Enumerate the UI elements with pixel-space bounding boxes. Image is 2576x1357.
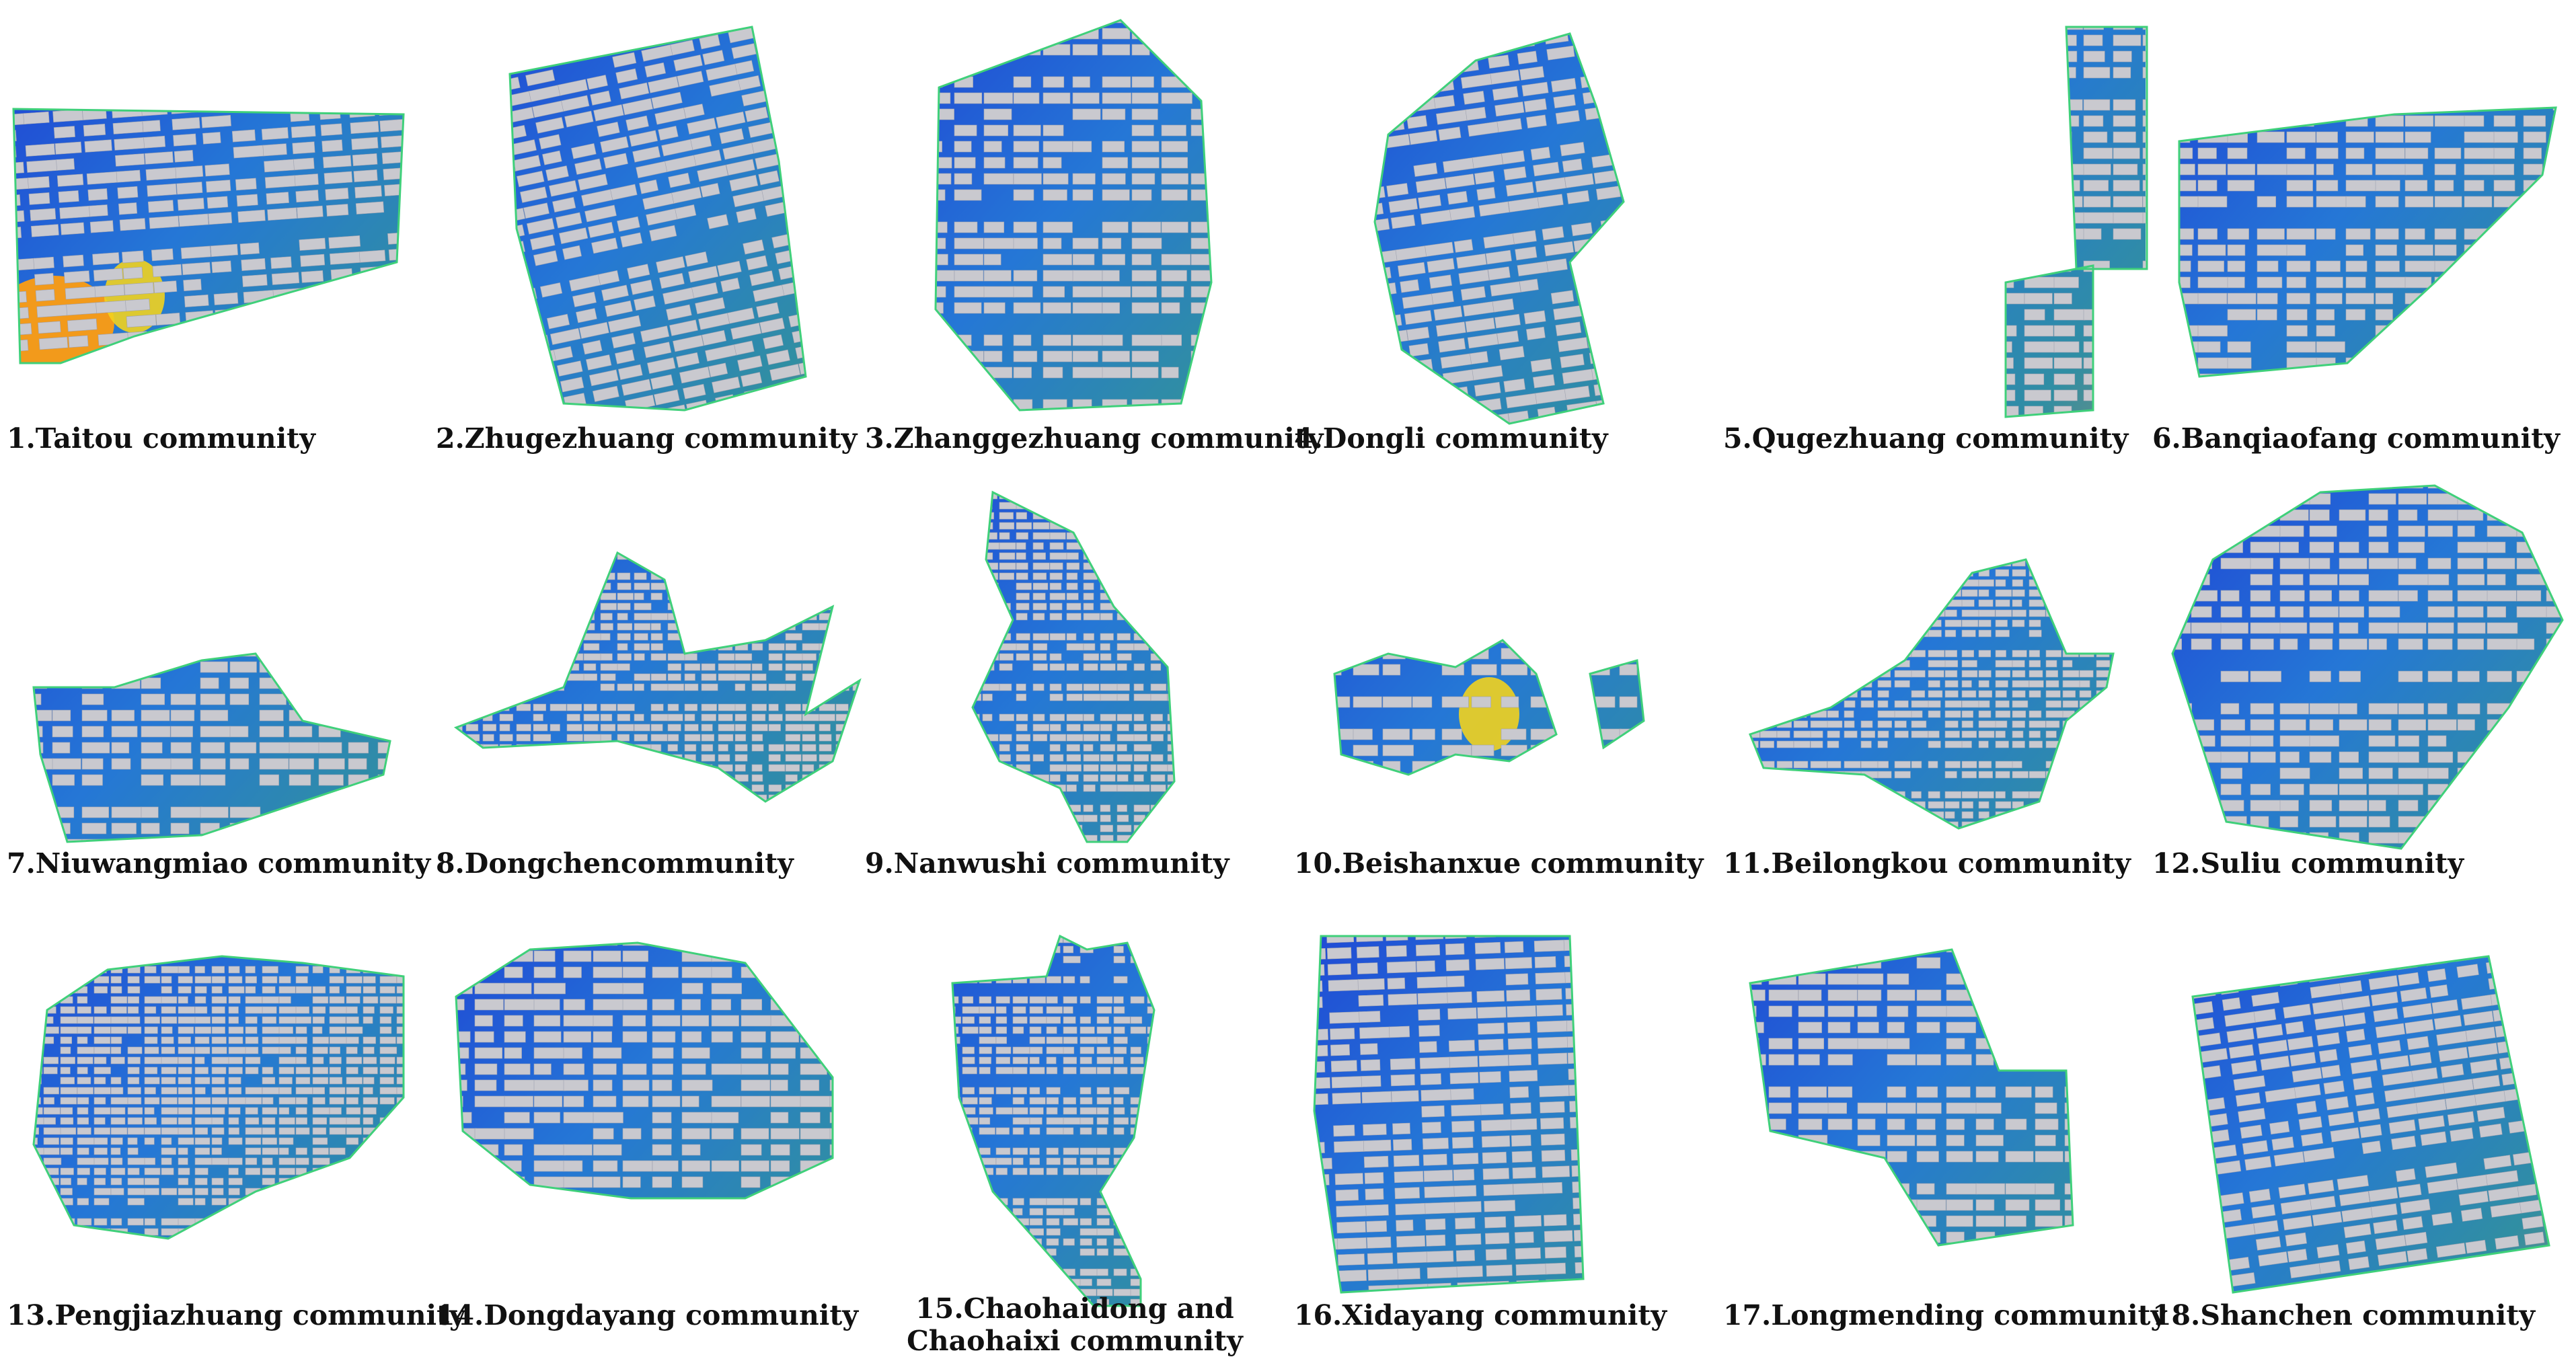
community-panel: 18.Shanchen community [2146, 876, 2575, 1356]
community-panel: 12.Suliu community [2146, 452, 2575, 876]
community-wind-map [0, 876, 429, 1356]
community-panel: 16.Xidayang community [1287, 876, 1716, 1356]
community-caption: 12.Suliu community [2152, 847, 2572, 880]
community-panel: 5.Qugezhuang community [1716, 0, 2146, 452]
wind-field-map [1716, 0, 2203, 480]
community-panel: 1.Taitou community [0, 0, 429, 452]
community-caption: 15.Chaohaidong and Chaohaixi community [865, 1292, 1285, 1357]
community-wind-map [429, 452, 858, 876]
community-caption: 3.Zhanggezhuang community [865, 422, 1285, 455]
wind-field-map [2139, 0, 2576, 480]
community-wind-map [1716, 876, 2146, 1356]
community-caption: 7.Niuwangmiao community [7, 847, 426, 880]
community-caption: 9.Nanwushi community [865, 847, 1285, 880]
community-wind-map [429, 876, 858, 1356]
community-wind-map [1287, 0, 1716, 452]
community-panel: 11.Beilongkou community [1716, 452, 2146, 876]
community-caption: 13.Pengjiazhuang community [7, 1299, 426, 1331]
community-wind-map [2146, 452, 2575, 876]
community-panel: 4.Dongli community [1287, 0, 1716, 452]
community-caption: 1.Taitou community [7, 422, 426, 455]
community-wind-map [1287, 452, 1716, 876]
community-panel: 9.Nanwushi community [858, 452, 1287, 876]
wind-field-map [416, 876, 891, 1356]
wind-field-map [0, 876, 448, 1356]
community-caption: 17.Longmending community [1723, 1299, 2143, 1331]
wind-field-map [858, 876, 1287, 1356]
community-caption: 18.Shanchen community [2152, 1299, 2572, 1331]
community-wind-map [1716, 452, 2146, 876]
community-panel: 14.Dongdayang community [429, 876, 858, 1356]
community-panel: 2.Zhugezhuang community [429, 0, 858, 452]
community-caption: 4.Dongli community [1294, 422, 1714, 455]
community-panel: 15.Chaohaidong and Chaohaixi community [858, 876, 1287, 1356]
community-caption: 8.Dongchencommunity [436, 847, 856, 880]
community-wind-map [858, 876, 1287, 1356]
wind-field-map [1287, 0, 1722, 493]
community-panel: 10.Beishanxue community [1287, 452, 1716, 876]
wind-field-map [0, 0, 458, 480]
community-wind-map [2146, 876, 2575, 1356]
community-panel: 7.Niuwangmiao community [0, 452, 429, 876]
community-caption: 16.Xidayang community [1294, 1299, 1714, 1331]
wind-field-map [1710, 876, 2146, 1356]
community-wind-map [858, 452, 1287, 876]
community-wind-map [0, 0, 429, 452]
community-panel: 8.Dongchencommunity [429, 452, 858, 876]
community-panel: 17.Longmending community [1716, 876, 2146, 1356]
community-caption: 2.Zhugezhuang community [436, 422, 856, 455]
wind-field-map [425, 0, 899, 483]
community-wind-map [1287, 876, 1716, 1356]
community-panel: 6.Banqiaofang community [2146, 0, 2575, 452]
community-caption: 11.Beilongkou community [1723, 847, 2143, 880]
community-wind-map [0, 452, 429, 876]
community-caption: 14.Dongdayang community [436, 1299, 856, 1331]
community-wind-map [858, 0, 1287, 452]
community-panel: 3.Zhanggezhuang community [858, 0, 1287, 452]
community-panel: 13.Pengjiazhuang community [0, 876, 429, 1356]
community-wind-map [1716, 0, 2146, 452]
community-caption: 5.Qugezhuang community [1723, 422, 2143, 455]
community-caption: 10.Beishanxue community [1294, 847, 1714, 880]
wind-field-map [2125, 876, 2576, 1357]
community-wind-map [2146, 0, 2575, 452]
community-wind-map [429, 0, 858, 452]
community-caption: 6.Banqiaofang community [2152, 422, 2572, 455]
